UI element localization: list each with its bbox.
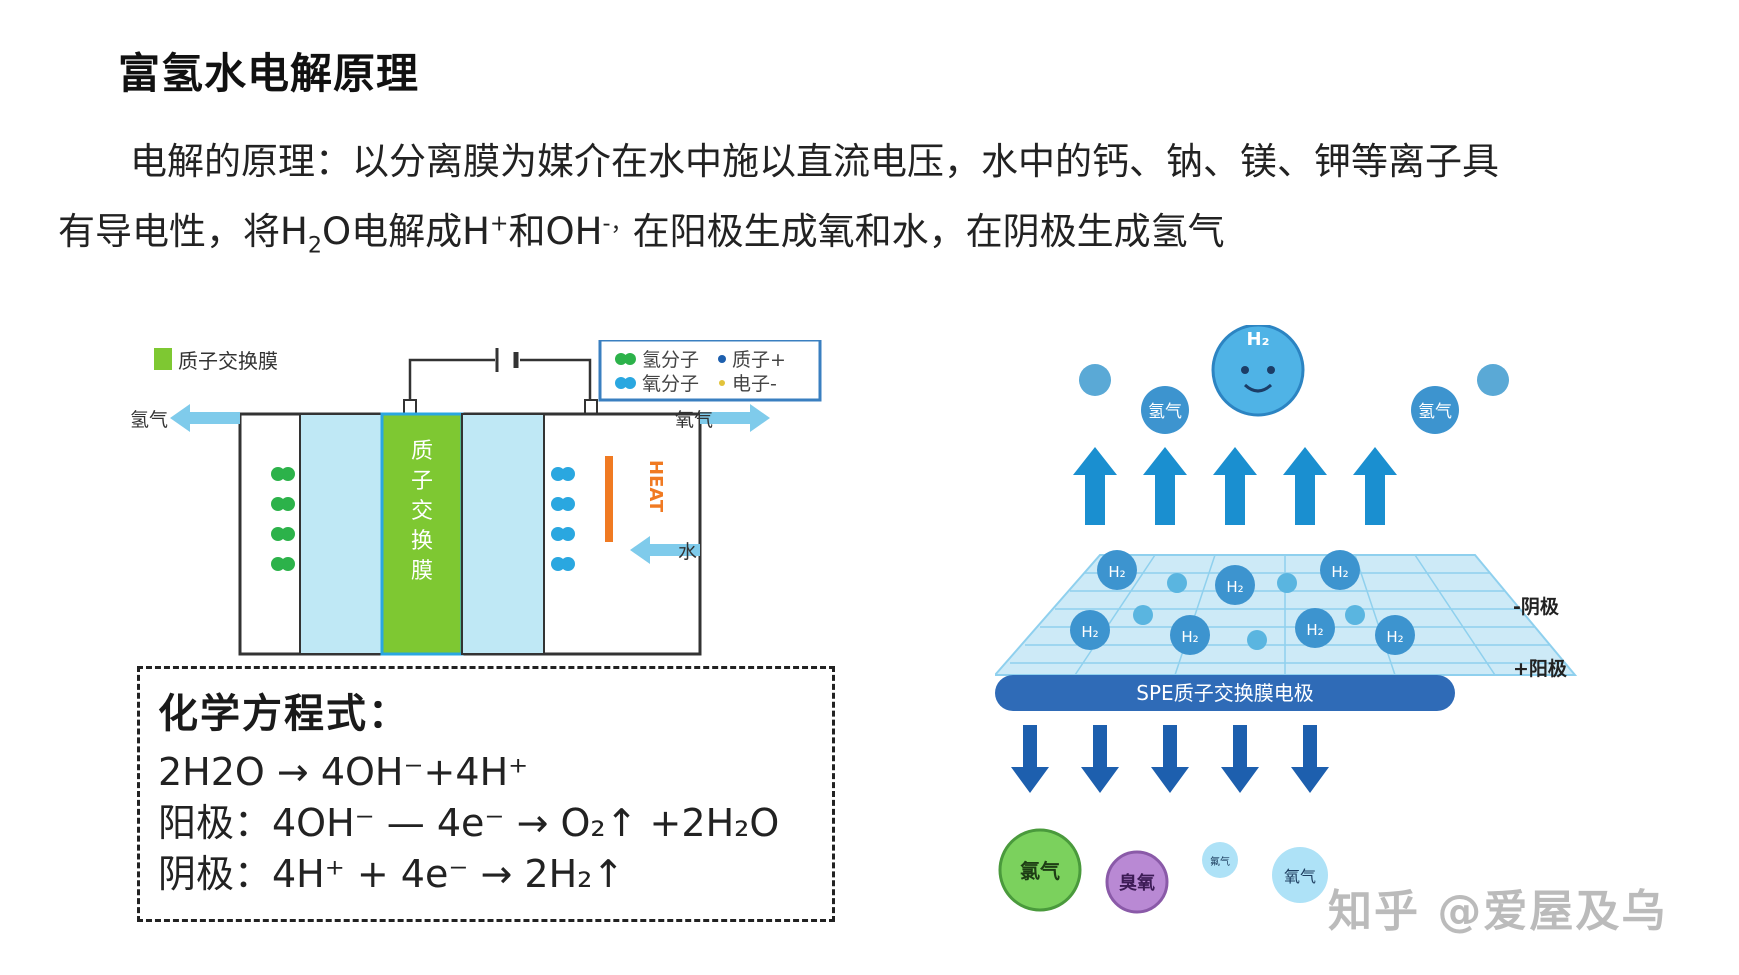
heater-element: [605, 456, 613, 542]
proton-exchange-membrane: [380, 412, 464, 656]
electron-legend: 电子-: [732, 373, 777, 395]
hydrogen-gas-bubble-left: [1141, 386, 1189, 434]
equation-anode: 阳极：4OH⁻ — 4e⁻ → O₂↑ +2H₂O: [158, 801, 780, 845]
h2-mascot: [1211, 325, 1305, 417]
svg-text:子: 子: [411, 469, 433, 494]
svg-text:氯气: 氯气: [1020, 859, 1060, 883]
svg-text:H₂: H₂: [1386, 628, 1403, 646]
bubble-small: [1477, 364, 1509, 396]
membrane-legend-swatch: [154, 348, 172, 370]
hydrogen-gas-bubble-right: [1411, 386, 1459, 434]
anode-label: +阳极: [1513, 657, 1568, 680]
oxygen-outlet-label: 氧气: [675, 409, 713, 431]
cathode-label: -阴极: [1513, 595, 1560, 618]
spe-electrode-diagram: 氢气 氢气 H₂ H₂ H₂ H₂ H₂ H₂ H₂ H₂ SPE质子交换膜电极…: [995, 325, 1578, 914]
oxygen-molecule-legend: 氧分子: [642, 373, 699, 395]
spe-electrode-bar: [995, 675, 1455, 711]
intro-paragraph-line2: 有导电性，将H2O电解成H+和OH-，在阳极生成氧和水，在阴极生成氢气: [58, 210, 1225, 259]
electrode-grid-lines: [1010, 554, 1565, 676]
watermark: 知乎 @爱屋及乌: [1328, 886, 1668, 937]
chemical-equations-box: 化学方程式： 2H2O → 4OH⁻+4H⁺ 阳极：4OH⁻ — 4e⁻ → O…: [137, 666, 835, 922]
h2-bubbles: H₂ H₂ H₂ H₂ H₂ H₂ H₂: [1070, 550, 1415, 655]
svg-text:H₂: H₂: [1306, 621, 1323, 639]
spe-electrode-label: SPE质子交换膜电极: [1136, 681, 1313, 705]
svg-text:H₂: H₂: [1247, 329, 1270, 350]
svg-text:H₂: H₂: [1331, 563, 1348, 581]
oxygen-molecules: [551, 467, 575, 571]
svg-text:换: 换: [411, 529, 433, 554]
electrolysis-cell-diagram: 质子交换膜 氢分子 氧分子 质子+ 电子- 质 子 交 换 膜 氢气 氧气: [130, 340, 822, 656]
molecule-legend-box: [598, 340, 822, 402]
svg-text:H₂: H₂: [1181, 628, 1198, 646]
equations-heading: 化学方程式：: [158, 691, 410, 737]
page-title: 富氢水电解原理: [118, 49, 420, 98]
svg-text:氧气: 氧气: [1284, 867, 1316, 886]
svg-text:氢气: 氢气: [1148, 402, 1182, 422]
hydrogen-molecules: [271, 467, 295, 571]
svg-text:H₂: H₂: [1226, 578, 1243, 596]
chlorine-bubble: [998, 828, 1082, 912]
svg-text:H₂: H₂: [1081, 623, 1098, 641]
water-inlet-arrow: [630, 536, 700, 564]
svg-text:H₂: H₂: [1108, 563, 1125, 581]
svg-text:质: 质: [411, 439, 433, 464]
upward-arrows: [1073, 447, 1397, 525]
svg-text:氢气: 氢气: [1418, 402, 1452, 422]
downward-arrows: [1011, 725, 1329, 793]
ozone-bubble: [1105, 850, 1169, 914]
oxygen-bubble: [1272, 847, 1328, 903]
proton-legend: 质子+: [732, 349, 786, 371]
hydrogen-outlet-arrow: [170, 404, 240, 432]
svg-text:交: 交: [411, 499, 433, 524]
water-inlet-label: 水: [678, 541, 697, 563]
oxygen-outlet-arrow: [700, 404, 770, 432]
intro-paragraph-line1: 电解的原理：以分离膜为媒介在水中施以直流电压，水中的钙、钠、镁、钾等离子具: [130, 140, 1499, 183]
hydrogen-molecule-legend: 氢分子: [642, 349, 699, 371]
svg-text:膜: 膜: [411, 559, 433, 584]
bubble-small: [1079, 364, 1111, 396]
fluorine-bubble: [1202, 842, 1238, 878]
heat-label: HEAT: [645, 460, 666, 513]
membrane-legend-label: 质子交换膜: [178, 349, 278, 373]
equation-overall: 2H2O → 4OH⁻+4H⁺: [158, 750, 529, 794]
equation-cathode: 阴极：4H⁺ + 4e⁻ → 2H₂↑: [158, 852, 625, 896]
hydrogen-outlet-label: 氢气: [130, 409, 168, 431]
svg-text:臭氧: 臭氧: [1119, 872, 1155, 894]
svg-text:氟气: 氟气: [1210, 855, 1230, 868]
